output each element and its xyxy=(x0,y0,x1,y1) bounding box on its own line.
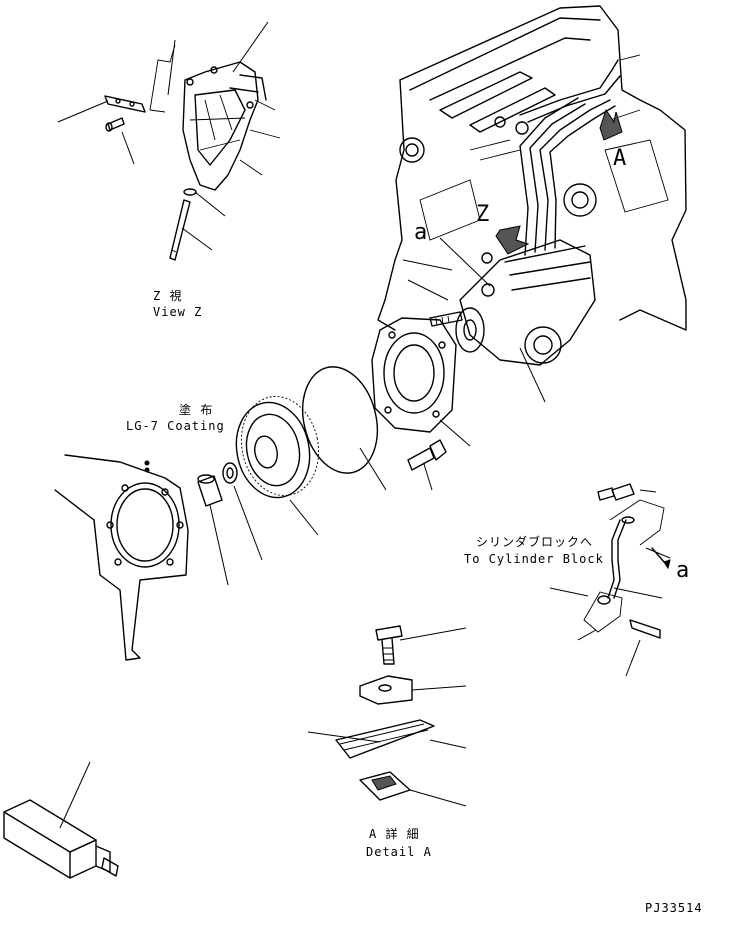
drive-gear xyxy=(235,396,320,536)
coating-label-jp: 塗 布 xyxy=(179,403,214,417)
pipe-assembly xyxy=(549,483,671,677)
view-z-assembly xyxy=(57,21,281,261)
bushing xyxy=(197,474,229,586)
to-block-label-en: To Cylinder Block xyxy=(464,552,604,566)
o-ring xyxy=(302,366,387,491)
to-block-label-jp: シリンダブロックへ xyxy=(476,535,594,549)
view-arrow-z-label: Z xyxy=(476,202,490,227)
detail-a-parts xyxy=(307,625,467,807)
service-tool xyxy=(3,761,119,879)
detail-arrow-a-label: A xyxy=(613,146,627,171)
view-z-label-jp: Z 視 xyxy=(153,289,183,303)
coating-label-en: LG-7 Coating xyxy=(126,419,225,433)
adapter-plate xyxy=(371,317,471,447)
reference-a-right: a xyxy=(676,558,690,583)
flange-bolt xyxy=(407,439,447,491)
detail-a-label-jp: A 詳 細 xyxy=(369,827,420,841)
view-z-label-en: View Z xyxy=(153,305,203,319)
drawing-number: PJ33514 xyxy=(645,901,703,915)
reference-a-upper: a xyxy=(414,220,428,245)
mounting-bracket xyxy=(54,454,189,661)
detail-a-label-en: Detail A xyxy=(366,845,432,859)
washer xyxy=(222,462,263,561)
engine-block xyxy=(377,5,687,403)
